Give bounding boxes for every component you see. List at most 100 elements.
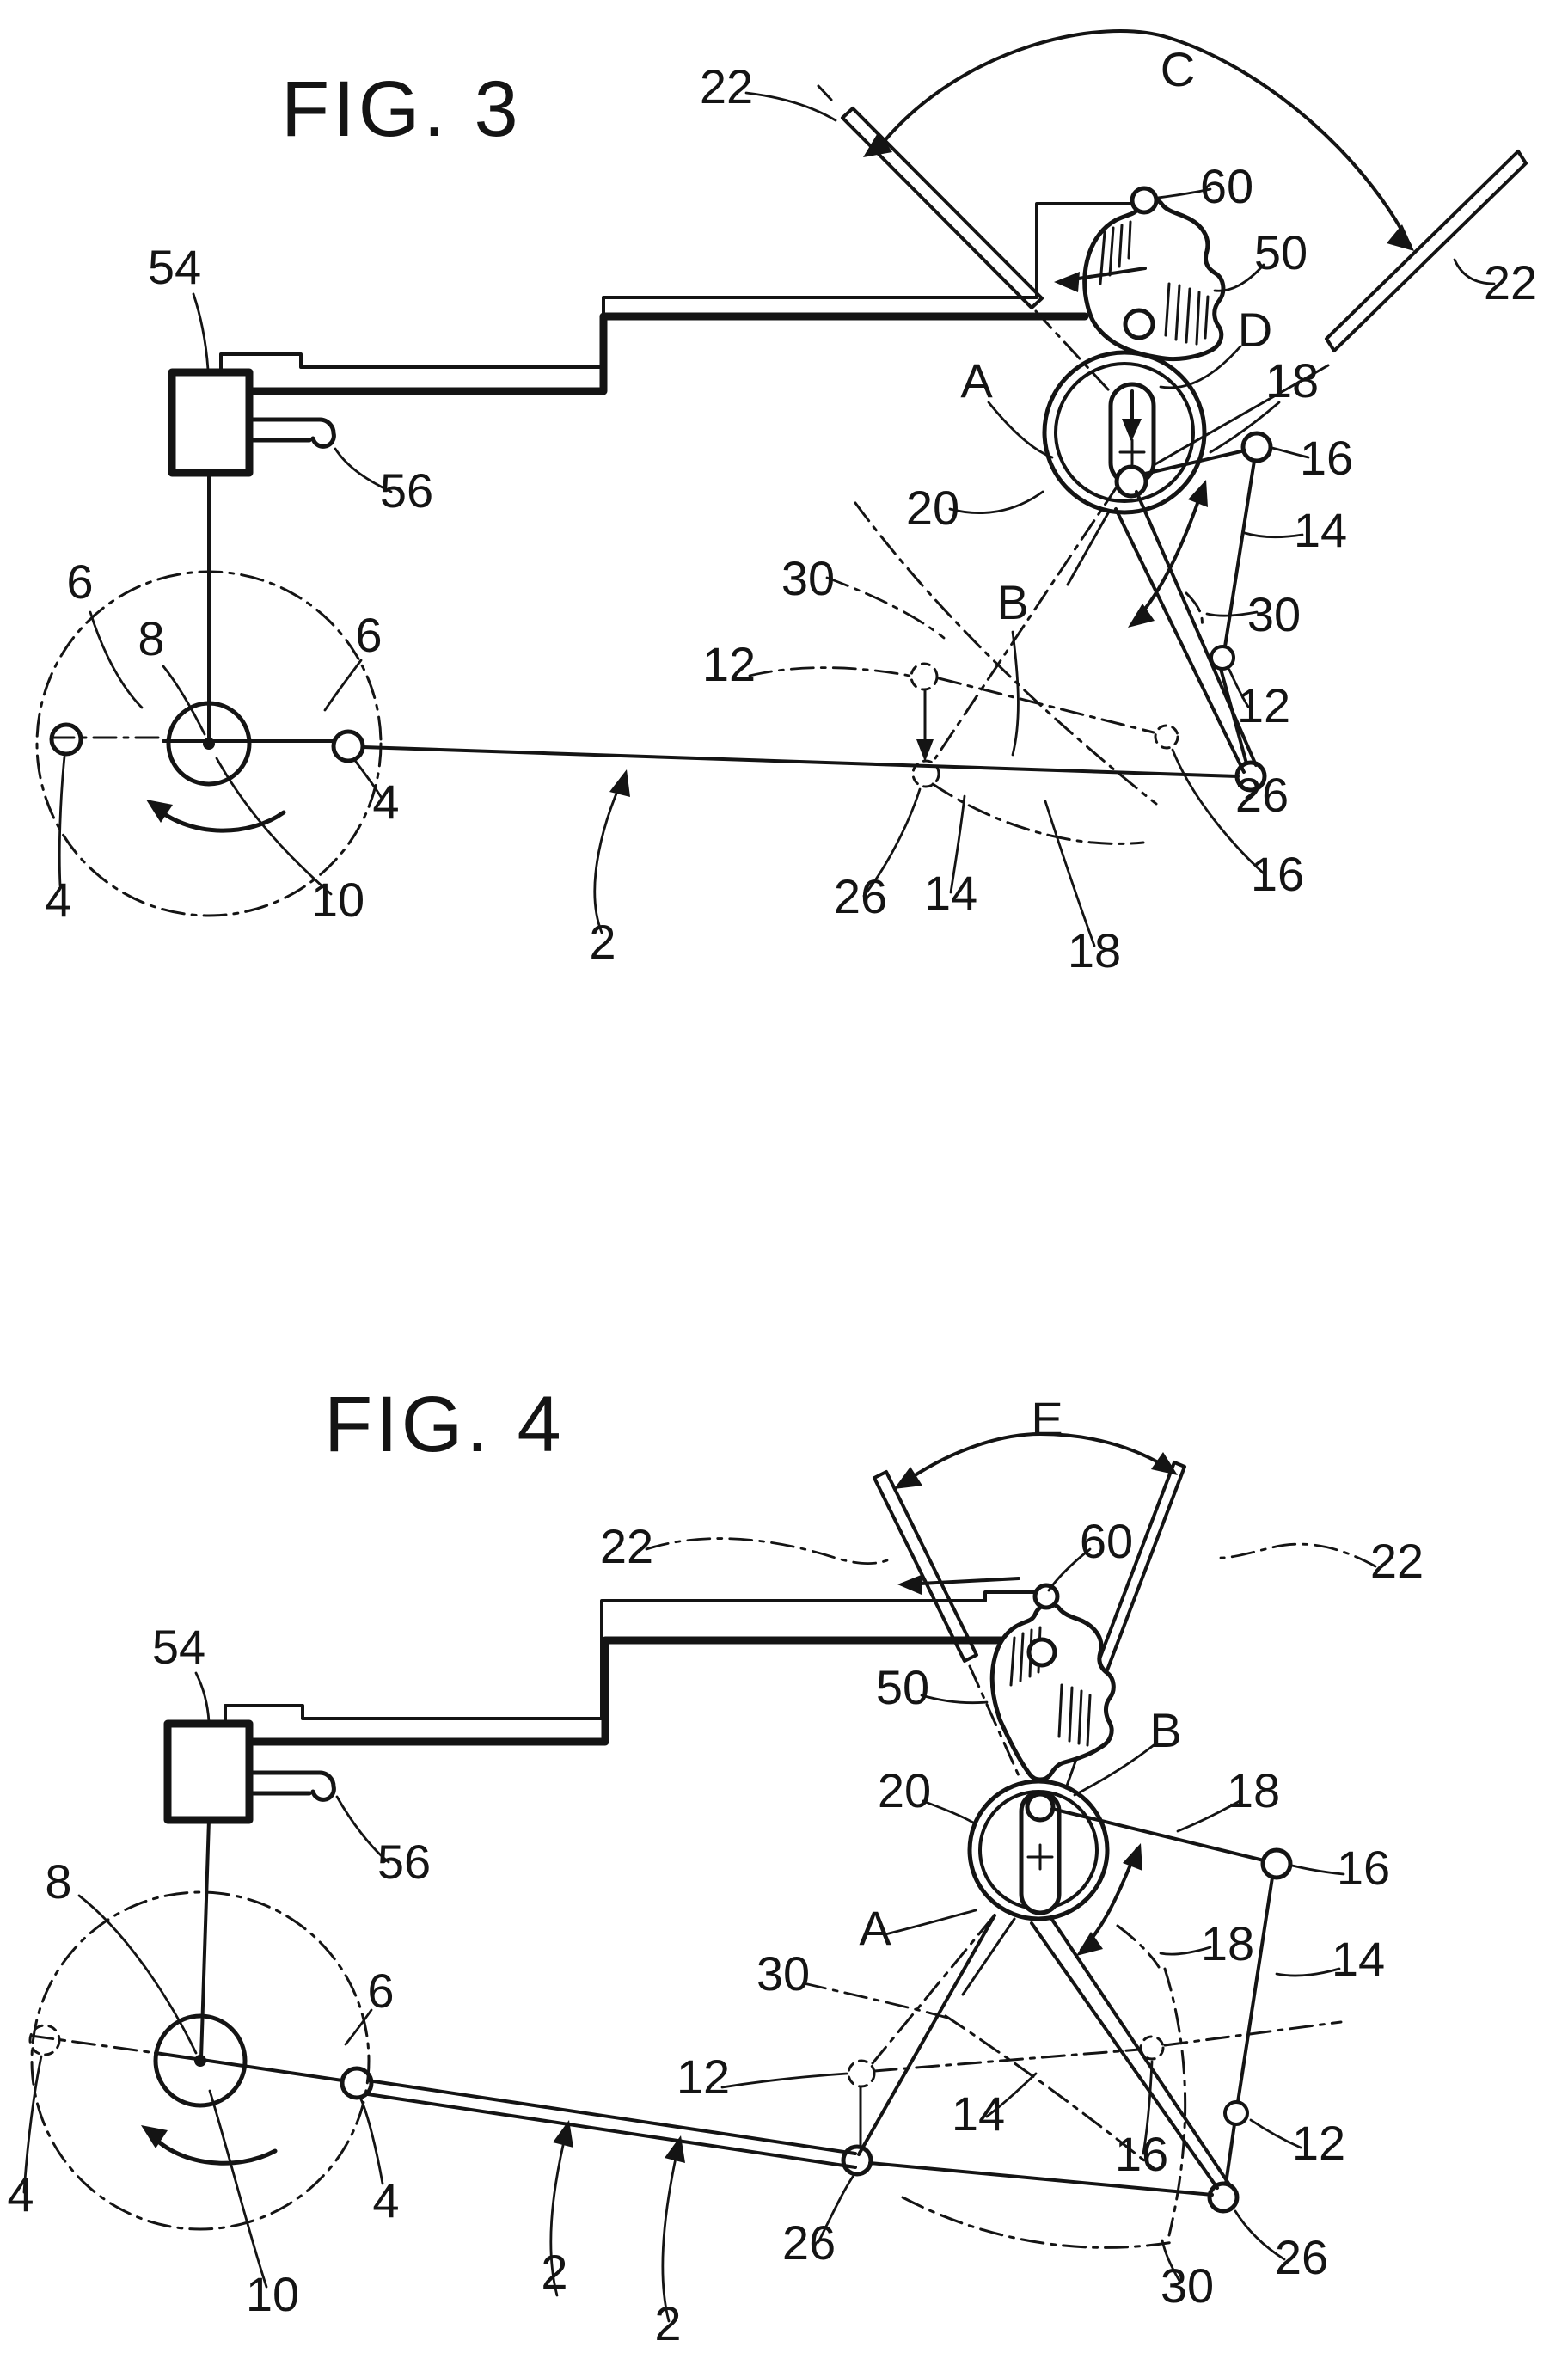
leader-50 (920, 1694, 989, 1705)
fig3-label-6-left: 6 (66, 555, 93, 609)
fig3-label-B: B (996, 575, 1028, 629)
fig4-label-2-a: 2 (541, 2245, 567, 2299)
flywheel-6-circle (30, 1890, 371, 2231)
fig4-label-14-right: 14 (1332, 1932, 1385, 1986)
ring-20-inner (1054, 362, 1195, 503)
link-26-20 (857, 1914, 996, 2156)
swing-arc-18 (1116, 1924, 1161, 1969)
leader-4a (58, 755, 66, 887)
fig4-label-2-b: 2 (654, 2296, 681, 2350)
release-arrowhead-icon (1054, 272, 1080, 292)
fig3-label-26-left: 26 (834, 869, 887, 923)
slot-cross-mark (1118, 438, 1146, 466)
fig4-label-4-left: 4 (7, 2167, 34, 2221)
leader-22b (1219, 1542, 1377, 1568)
leader-6b (323, 659, 363, 712)
link-18 (1143, 449, 1246, 475)
bar-22-left-extension (968, 1664, 1023, 1783)
leader-30a (825, 576, 946, 640)
rotation-arrowhead-icon (146, 800, 173, 823)
swing-arc-30-b (1163, 1967, 1187, 2237)
arc-E (899, 1432, 1173, 1486)
fig4-group: FIG. 4 E 22 60 22 54 50 B 20 18 56 16 8 … (7, 1381, 1424, 2350)
leader-10 (215, 757, 333, 896)
slot-pin-B (1025, 1792, 1056, 1823)
fig3-label-8: 8 (138, 611, 164, 665)
arc-C-right-arrowhead-icon (1387, 224, 1414, 251)
leader-2a (549, 2125, 569, 2297)
fig4-label-22-left: 22 (600, 1519, 653, 1573)
hub-8 (166, 701, 252, 787)
hook-56 (247, 1770, 336, 1802)
bar-22-left (873, 1470, 978, 1663)
leader-12b (748, 666, 911, 677)
leader-16a (1271, 446, 1310, 459)
actuator-rod-outline (219, 202, 1133, 373)
pivot-12 (1223, 2100, 1249, 2126)
leader-D (1159, 345, 1242, 389)
leader-18a (1176, 1799, 1241, 1833)
fig4-label-56: 56 (377, 1835, 431, 1889)
release-arrow (903, 1577, 1020, 1586)
fig4-label-30-top: 30 (756, 1946, 810, 2001)
leader-30a (802, 1982, 949, 2019)
pivot-12 (1210, 645, 1235, 671)
fig3-label-60: 60 (1200, 159, 1253, 213)
pin-60 (1130, 186, 1159, 215)
leader-14b (949, 794, 966, 894)
swing-arc-30-c (901, 2196, 1175, 2249)
rotation-arrow-10 (145, 2128, 278, 2166)
fig4-label-16-bottom: 16 (1115, 2127, 1168, 2181)
leader-22b (1453, 258, 1496, 285)
pivot-26-left (841, 2144, 873, 2177)
leader-18b (1044, 800, 1096, 947)
ring-20-outer (967, 1779, 1110, 1921)
link-14 (1236, 1876, 1274, 2104)
fig3-label-6-right: 6 (355, 608, 382, 662)
leader-30b (1205, 610, 1259, 617)
rod-2-double (366, 2079, 857, 2169)
leader-30b (1161, 2239, 1181, 2283)
fig4-label-50: 50 (876, 1660, 929, 1714)
leader-2-arrowhead-icon (609, 769, 630, 797)
phantom-pivot-26 (911, 759, 940, 788)
fig3-label-50: 50 (1254, 225, 1308, 279)
pivot-16 (1260, 1847, 1293, 1880)
leader-56 (335, 1795, 390, 1864)
slot-cross-mark (1026, 1843, 1054, 1871)
rotation-arrowhead-icon (141, 2125, 168, 2148)
phantom-line-right (1163, 2020, 1343, 2047)
fig3-label-54: 54 (148, 240, 201, 294)
swing-down-arrowhead-icon (1128, 604, 1155, 628)
fig4-label-A: A (859, 1901, 891, 1955)
fig3-label-22-left: 22 (700, 59, 753, 113)
ring-20-outer (1042, 350, 1207, 515)
slot-pin-A (1114, 464, 1148, 499)
fig4-label-20: 20 (878, 1763, 931, 1817)
leader-60 (1156, 187, 1212, 199)
leader-14a (1243, 531, 1304, 539)
fig4-label-E: E (1031, 1392, 1063, 1446)
cam-50 (989, 1602, 1116, 1782)
swing-up-arrowhead-icon (1188, 480, 1208, 507)
rod-2-single (868, 2161, 1214, 2197)
fig3-label-12-right: 12 (1237, 678, 1290, 732)
leader-26a (1245, 781, 1265, 800)
leader-8 (77, 1894, 198, 2055)
swing-arc-30-c (1185, 591, 1204, 629)
leader-12a (1228, 668, 1250, 708)
link-12-26 (1224, 2123, 1236, 2185)
solenoid-54 (163, 1719, 254, 1824)
fig4-label-8: 8 (45, 1854, 71, 1909)
fig3-label-26-right: 26 (1235, 768, 1289, 822)
fig4-label-B: B (1149, 1703, 1181, 1757)
fig4-label-60: 60 (1080, 1514, 1133, 1568)
fig3-label-14-bottom: 14 (924, 866, 977, 920)
fig4-label-14-mid: 14 (952, 2086, 1005, 2141)
leader-6 (344, 2008, 373, 2046)
leader-26a (817, 2175, 854, 2244)
leader-16b (1142, 2060, 1154, 2155)
leader-56 (334, 447, 393, 493)
rod-2 (361, 745, 1240, 778)
